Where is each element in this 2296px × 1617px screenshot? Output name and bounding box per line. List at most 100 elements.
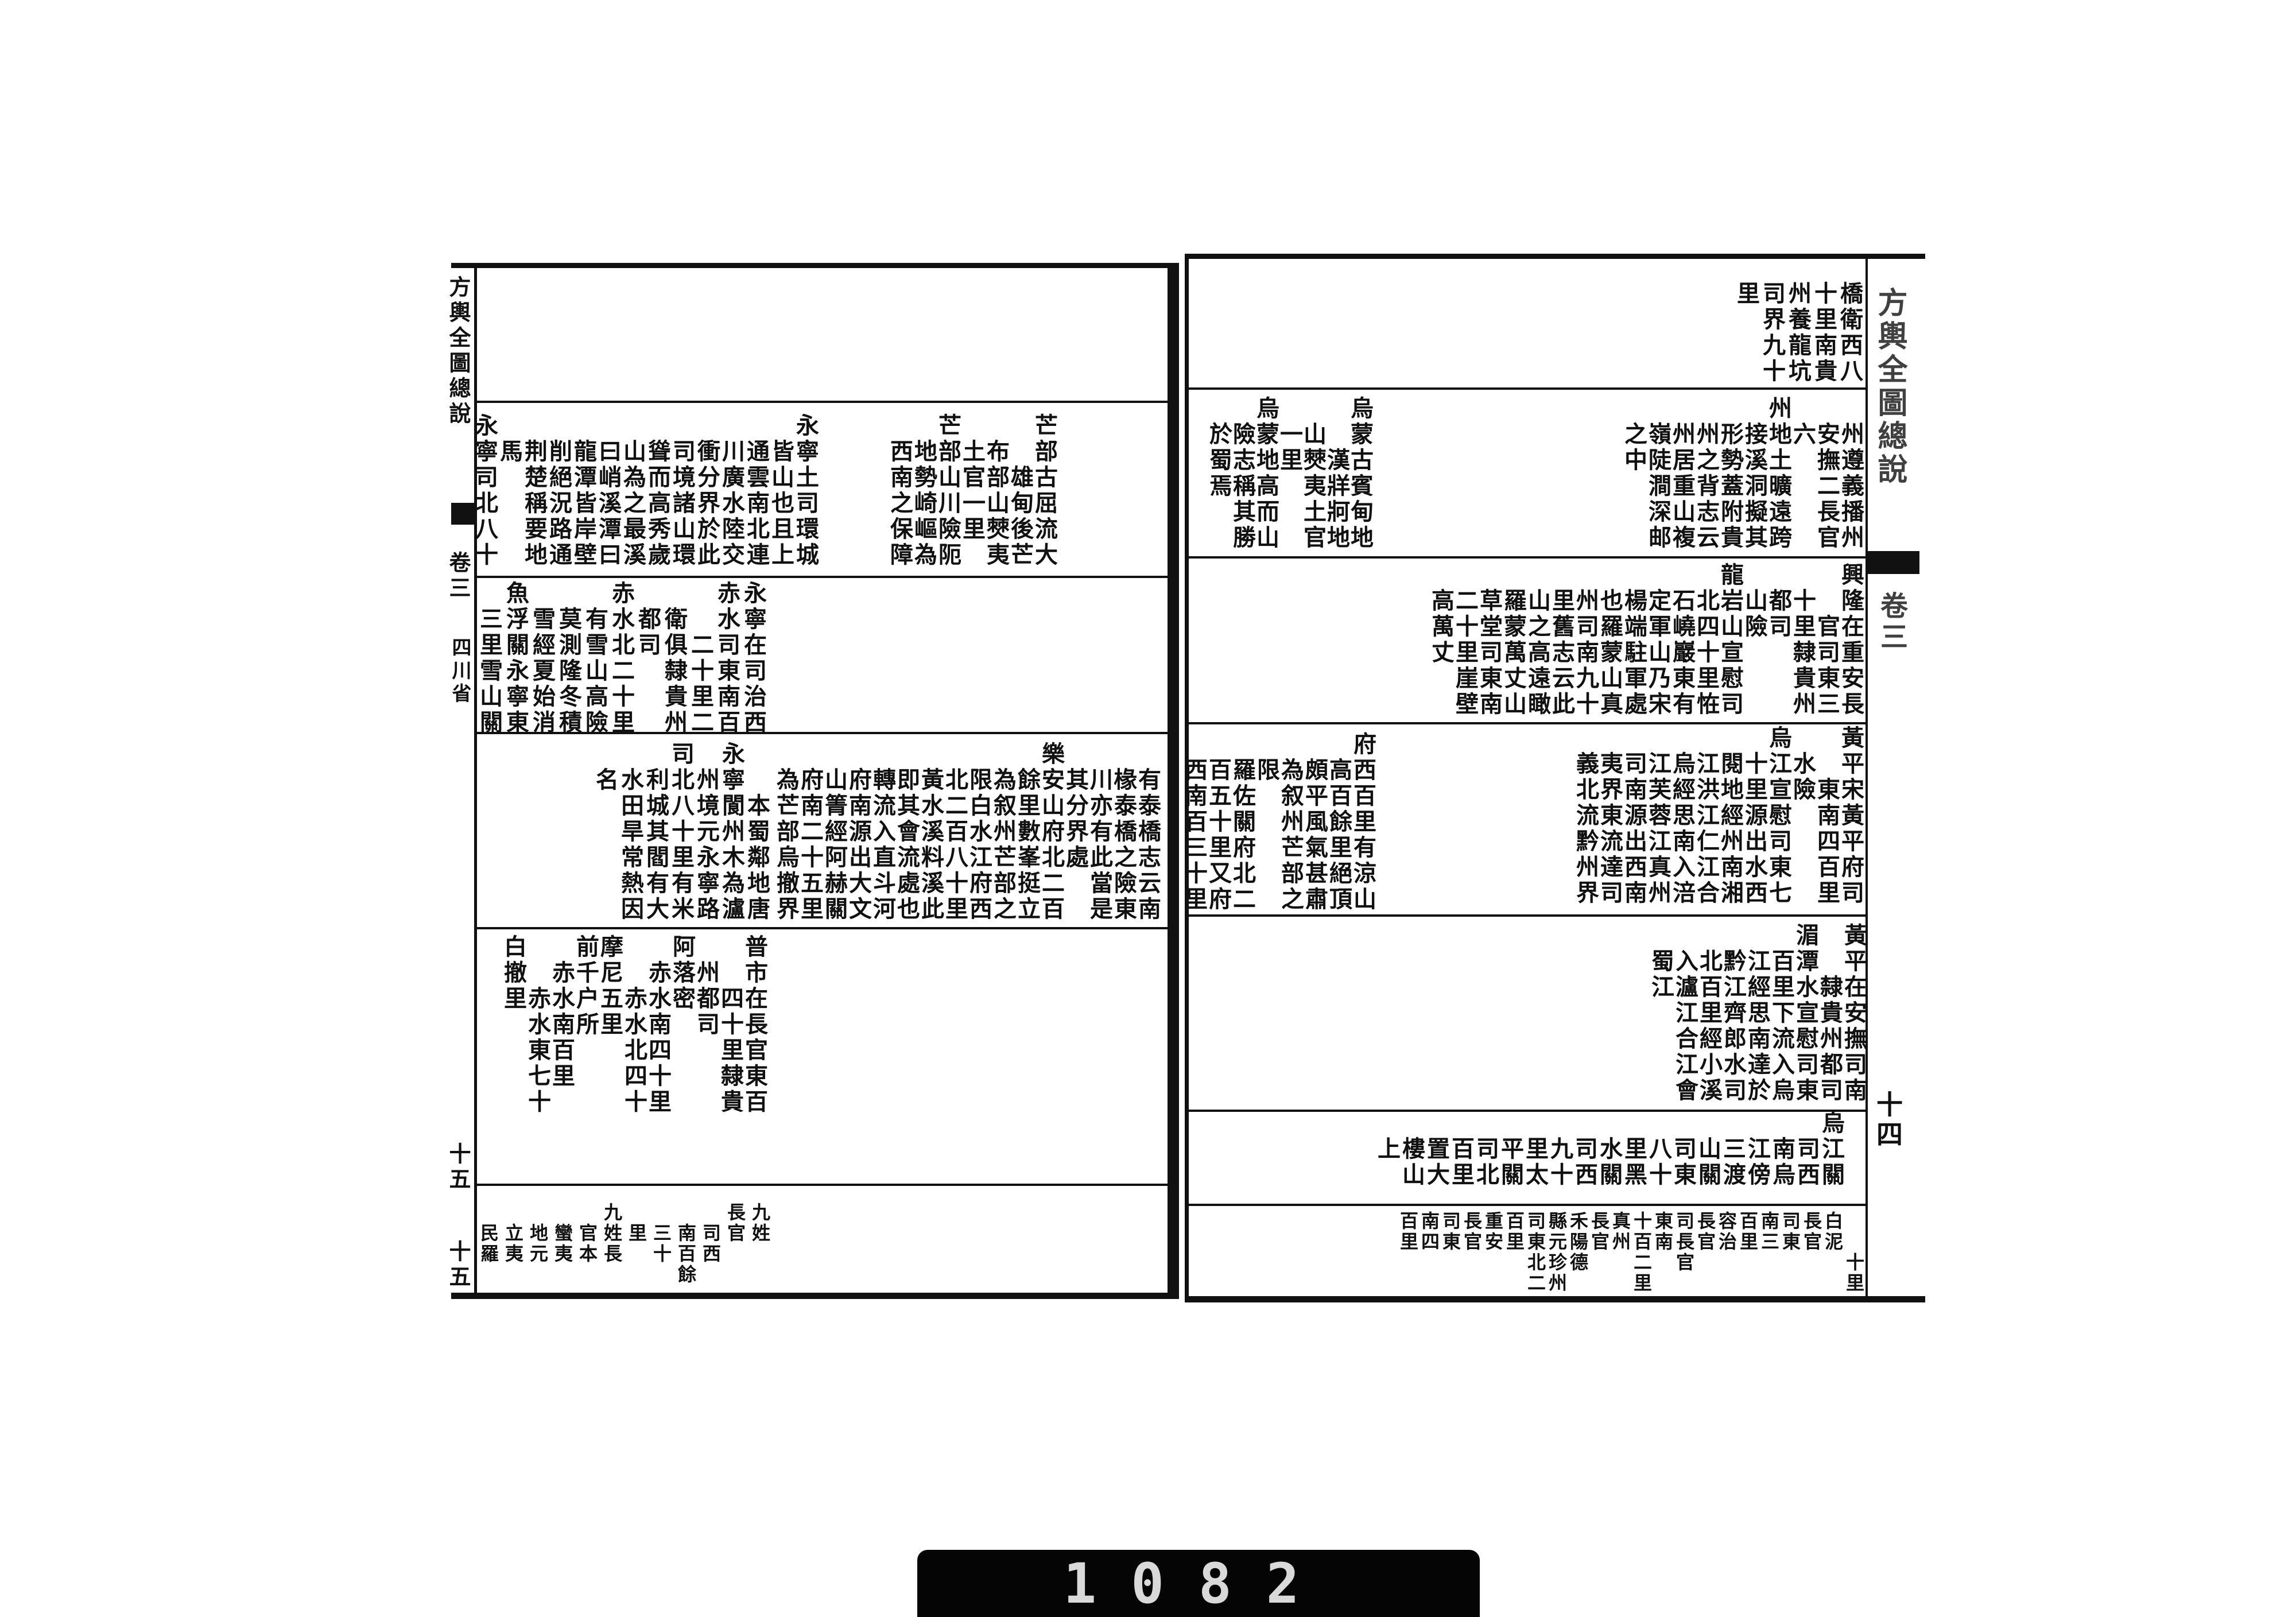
text-column: 楊端駐軍處 (1620, 563, 1647, 718)
text-column: 高萬丈 (1428, 563, 1455, 666)
text-column: 百里 (1737, 1211, 1759, 1253)
text-column: 司境諸山環 (669, 413, 696, 568)
text-column: 烏蒙古賓甸地 (1347, 396, 1374, 551)
text-column: 九姓 (749, 1203, 771, 1244)
left-margin-page-upper: 十五 (445, 1142, 471, 1193)
text-column: 黔江齊郎水司 (1720, 923, 1747, 1104)
left-margin-volume: 卷三 (445, 551, 471, 602)
text-column: 之中 (1620, 396, 1647, 474)
entry-bottom-row: 十里白泥長官司東南三百里容治長官司長官東南十百二里真州長官禾陽德縣元珍州司東北二… (1397, 1211, 1865, 1294)
text-column: 百里 (1397, 1211, 1419, 1253)
entry-fu: 府西百里有涼山 高百餘里絕頂 頗平風氣甚肅 為叙州芒部之 限 羅佐關府北二 百五… (1181, 732, 1376, 913)
text-column: 長官 (1461, 1211, 1483, 1253)
left-page-top-border (451, 263, 1179, 268)
text-column: 重安 (1482, 1211, 1504, 1253)
entry-huangping-2: 黃平在安撫司南 隸貴州都司湄潭水宣慰司東 百里下流入烏 江經思南達於 黔江齊郎水… (1647, 923, 1867, 1104)
text-column: 阿落密 (669, 934, 696, 1012)
left-row-divider (476, 927, 1168, 929)
left-fishtail-mark (451, 503, 475, 525)
text-column: 布部山僰夷 (983, 413, 1010, 568)
text-column: 雪經夏始消 (529, 581, 556, 736)
text-column: 州都司 (693, 934, 720, 1038)
text-column: 烏經思南入涪 (1669, 726, 1696, 906)
text-column: 黃水溪料溪此 (917, 742, 944, 922)
text-column: 東南 (1652, 1211, 1674, 1253)
text-column: 嶺陡澗深邮 (1645, 396, 1671, 551)
entry-yongning: 永寧土司環城 皆山也且上 通雲南北連 川廣水陸交 衝分界於此 司境諸山環 聳而高… (471, 413, 819, 568)
text-column: 普市在長官東百 (741, 934, 768, 1115)
text-column: 三渡 (1719, 1111, 1746, 1188)
text-column: 官司東三 (1813, 563, 1840, 718)
text-column: 通雲南北連 (743, 413, 770, 568)
text-column: 高百餘里絕頂 (1325, 732, 1352, 913)
text-column: 西南之保障 (886, 413, 913, 568)
text-column: 馬 (496, 413, 523, 465)
text-column: 有雪山高險 (581, 581, 608, 736)
text-column: 樓山 (1398, 1111, 1425, 1188)
text-column: 水關 (1596, 1111, 1623, 1188)
entry-yongningsi: 本蜀鄰地唐永寧閬州木為瀘 州境元永寧路司北八十里有米 利城其閻有大 水田旱常熱因… (592, 742, 770, 922)
text-column: 平關 (1497, 1111, 1524, 1188)
text-column: 閱地經州南湘 (1717, 726, 1744, 906)
text-column: 上 (1374, 1111, 1401, 1162)
left-row-divider (476, 732, 1168, 734)
text-column: 即其會流處也 (893, 742, 920, 922)
text-column: 蜀江 (1647, 923, 1674, 1001)
text-column: 州境元永寧路 (693, 742, 720, 922)
text-column: 水田旱常熱因 (617, 742, 644, 922)
text-column: 烏蒙地高而山 (1252, 396, 1279, 551)
text-column: 州居重山複 (1669, 396, 1696, 551)
text-column: 里 (626, 1203, 647, 1244)
text-column: 也羅蒙山真 (1596, 563, 1623, 718)
text-column: 山箐經阿赫關 (821, 742, 848, 922)
text-column: 府西百里有涼山 (1349, 732, 1376, 913)
text-column: 赤水東七十 (524, 934, 551, 1115)
text-column: 長官 (1801, 1211, 1822, 1253)
right-row-divider (1188, 556, 1865, 559)
text-column: 白撤里 (500, 934, 527, 1012)
text-column: 石嶢巖東有 (1669, 563, 1696, 718)
text-column: 百里下流入烏 (1768, 923, 1795, 1104)
left-page-bottom-border (451, 1293, 1179, 1299)
text-column: 江芙蓉江真州 (1645, 726, 1671, 906)
text-column: 其分界處 (1062, 742, 1089, 871)
text-column: 轉流入直斗河 (869, 742, 896, 922)
text-column: 北四十里恠 (1693, 563, 1720, 718)
text-column: 百里 (1503, 1211, 1525, 1253)
text-column: 地元 (527, 1203, 549, 1265)
text-column: 皆山也且上 (767, 413, 794, 568)
text-column: 赤水南百里 (548, 934, 575, 1089)
text-column: 安撫二長官 (1813, 396, 1840, 551)
text-column: 江經思南達於 (1744, 923, 1771, 1104)
text-column: 府南二十五里 (797, 742, 824, 922)
text-column: 水險 (1789, 726, 1816, 803)
left-row-divider (476, 1184, 1168, 1186)
text-column: 衝分界於此 (693, 413, 720, 568)
text-column: 都司 (1765, 563, 1792, 640)
text-column: 限 (1253, 732, 1280, 784)
text-column: 置大 (1423, 1111, 1450, 1188)
text-column: 里舊志云此 (1548, 563, 1575, 718)
text-column: 草堂司東南 (1476, 563, 1503, 718)
text-column: 四十里隸貴 (717, 934, 744, 1115)
text-column: 接溪洞擬其 (1741, 396, 1768, 551)
text-column: 百五十里又府 (1205, 732, 1232, 913)
text-column: 莫測隆冬積 (555, 581, 582, 736)
text-column: 川廣水陸交 (718, 413, 745, 568)
text-column: 永寧土司環城 (792, 413, 819, 568)
text-column: 漢牂牁地 (1323, 396, 1350, 551)
text-column: 南四 (1418, 1211, 1440, 1253)
archive-number: 1082 (1063, 1551, 1334, 1616)
left-margin-province: 四川省 (448, 637, 471, 706)
text-column: 羅佐關府北二 (1229, 732, 1256, 913)
left-margin-title: 方輿全圖總說 (445, 276, 471, 427)
text-column: 十百二里 (1631, 1211, 1653, 1294)
text-column: 芒部古屈流大 (1031, 413, 1058, 568)
right-margin-title: 方輿全圖總說 (1872, 287, 1907, 487)
text-column: 南三 (1758, 1211, 1780, 1253)
left-row-divider (476, 576, 1168, 578)
right-margin-volume: 卷三 (1875, 591, 1907, 653)
text-column: 真州 (1609, 1211, 1631, 1253)
text-column: 民羅 (478, 1203, 499, 1265)
text-column: 六 (1789, 396, 1816, 448)
